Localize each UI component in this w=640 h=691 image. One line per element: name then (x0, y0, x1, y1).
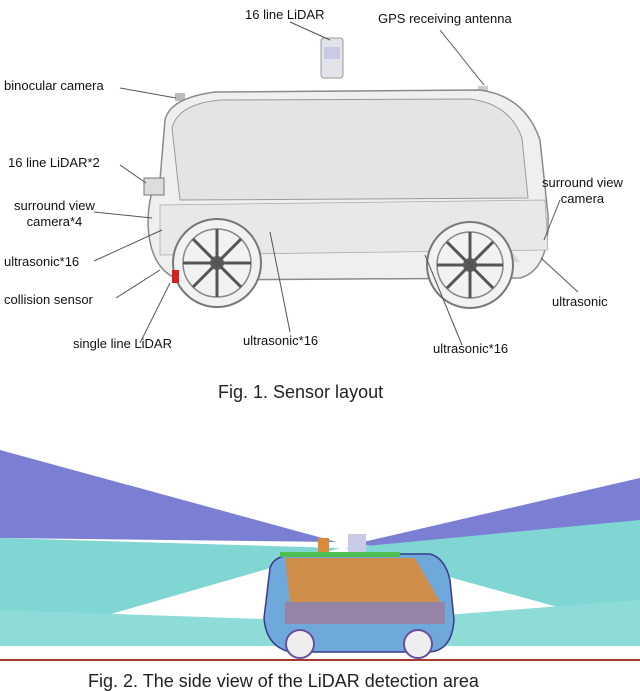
figure-1-caption: Fig. 1. Sensor layout (218, 382, 384, 402)
lower-right-beam (345, 520, 640, 630)
figure-2-caption: Fig. 2. The side view of the LiDAR detec… (88, 671, 479, 691)
front-wheel (172, 218, 262, 308)
label-collision-sensor: collision sensor (4, 292, 93, 307)
label-ultrasonic-x16-left: ultrasonic*16 (4, 254, 80, 269)
label-gps-antenna: GPS receiving antenna (378, 11, 512, 26)
rear-wheel (426, 221, 514, 309)
lidar-detection-area-diagram (0, 450, 640, 661)
label-surround-view-camera: surround view camera (542, 175, 623, 206)
single-line-lidar-marker (172, 270, 179, 283)
label-ultrasonic: ultrasonic (552, 294, 608, 309)
label-single-line-lidar: single line LiDAR (73, 336, 172, 351)
label-16-line-lidar-x2: 16 line LiDAR*2 (8, 155, 100, 170)
label-16-line-lidar: 16 line LiDAR (245, 7, 325, 22)
vehicle-window (171, 98, 529, 201)
front-wheel-fig2 (285, 629, 315, 659)
label-binocular-camera: binocular camera (4, 78, 104, 93)
label-surround-view-camera-x4: surround view camera*4 (14, 198, 95, 229)
roof-cargo (318, 538, 329, 554)
vehicle-side-view (93, 21, 579, 346)
upper-left-beam (0, 450, 337, 542)
label-ultrasonic-x16-mid: ultrasonic*16 (243, 333, 319, 348)
rear-wheel-fig2 (403, 629, 433, 659)
label-ultrasonic-x16-right: ultrasonic*16 (433, 341, 509, 356)
